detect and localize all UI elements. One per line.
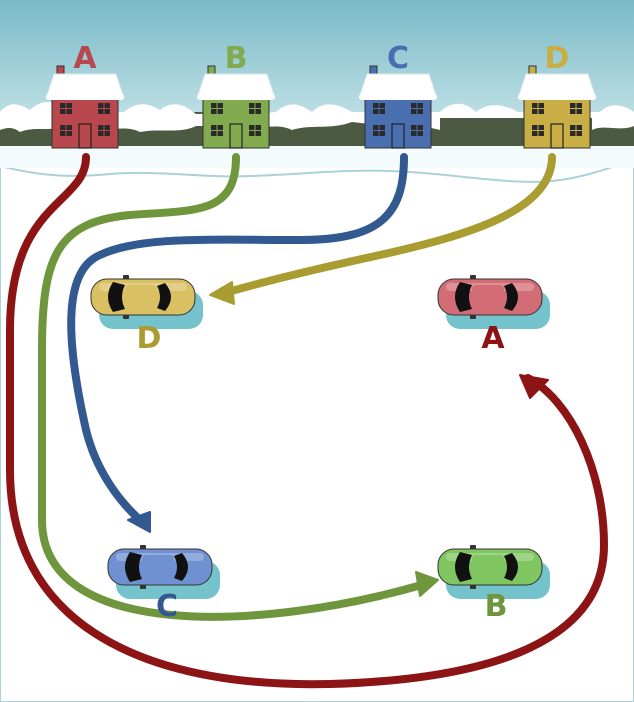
house-b (196, 65, 276, 149)
car-c (107, 545, 220, 599)
route-a (5, 153, 609, 689)
car-label-b: B (485, 589, 508, 624)
house-c (358, 65, 438, 149)
house-label-a: A (73, 41, 97, 76)
house-label-b: B (225, 41, 248, 76)
hedge-snow (0, 101, 634, 132)
car-label-c: C (156, 589, 178, 624)
house-label-c: C (387, 41, 409, 76)
cars (90, 275, 550, 599)
route-c (67, 153, 408, 533)
car-label-d: D (137, 321, 162, 356)
car-label-a: A (481, 321, 505, 356)
ground-band (0, 146, 634, 168)
houses (45, 65, 597, 149)
house-label-d: D (545, 41, 570, 76)
house-a (45, 65, 125, 149)
car-a (437, 275, 550, 329)
route-b (38, 153, 439, 621)
routes (5, 153, 609, 689)
car-d (90, 275, 203, 329)
house-d (517, 65, 597, 149)
car-b (437, 545, 550, 599)
route-d (209, 153, 556, 305)
